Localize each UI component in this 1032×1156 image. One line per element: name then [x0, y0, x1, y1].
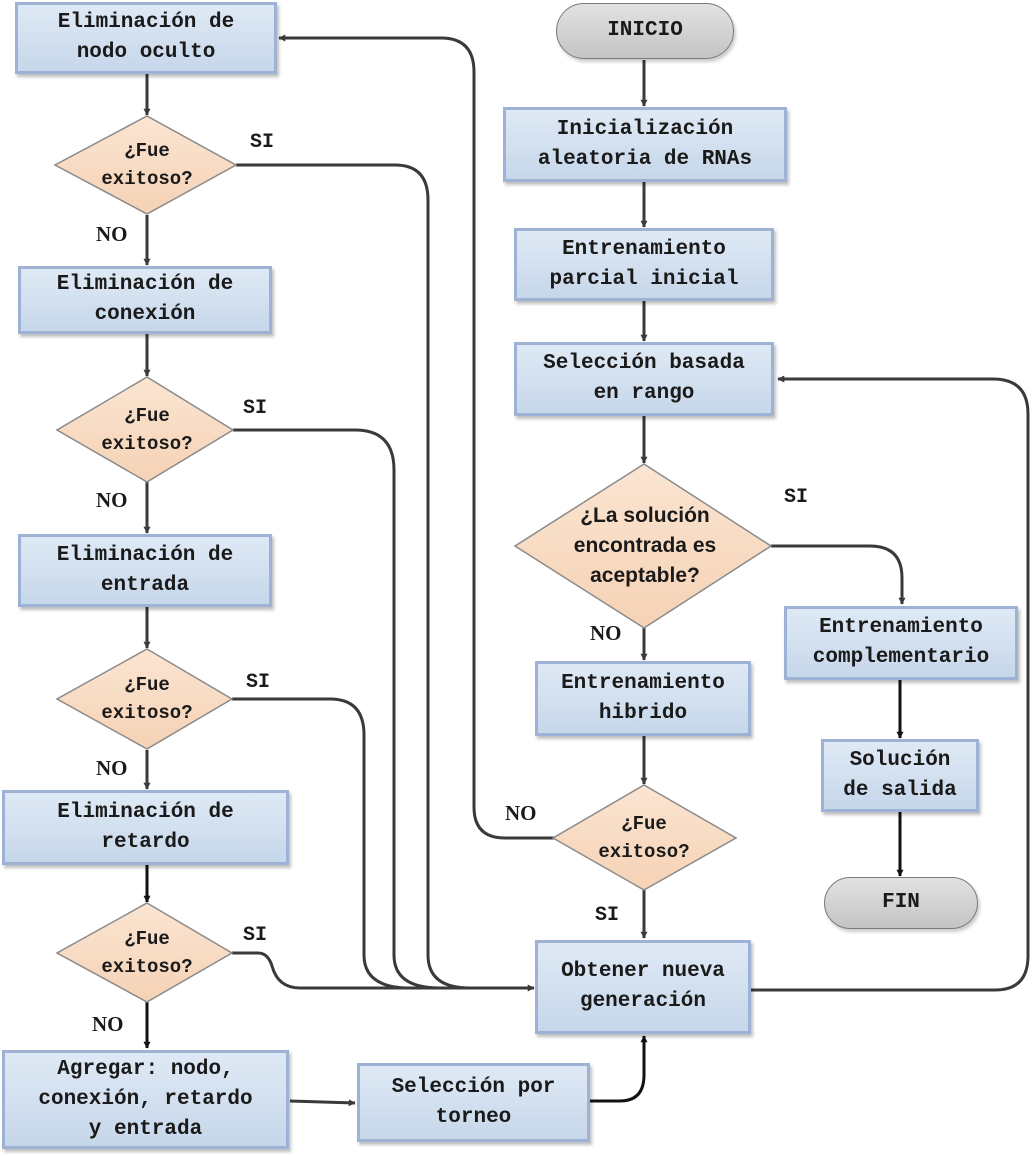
arrow-d1-si — [236, 163, 471, 990]
decision-4-text: ¿Fue exitoso? — [101, 928, 193, 978]
arrow-hibrido-no — [278, 34, 556, 840]
process-solucion-salida: Solución de salida — [821, 739, 979, 812]
process-seleccion-torneo: Selección por torneo — [357, 1063, 590, 1142]
process-seleccion-rango: Selección basada en rango — [514, 342, 774, 416]
decision-aceptable-text: ¿La solución encontrada es aceptable? — [573, 504, 717, 587]
arrow-torneo-to-obtener — [590, 1035, 648, 1103]
process-inicializacion: Inicialización aleatoria de RNAs — [503, 107, 787, 182]
label-no-3: NO — [96, 756, 128, 780]
inicio-terminal: INICIO — [556, 3, 734, 59]
arrow-aceptable-si — [771, 544, 906, 605]
label-no-1: NO — [96, 222, 128, 246]
decision-shape-1 — [53, 115, 238, 215]
arrow-loop-to-seleccion — [750, 375, 1030, 992]
label-si-4: SI — [243, 924, 268, 947]
process-elim-entrada: Eliminación de entrada — [18, 534, 272, 607]
label-si-2: SI — [243, 397, 268, 420]
label-si-3: SI — [246, 671, 271, 694]
label-si-aceptable: SI — [784, 486, 809, 509]
decision-shape-3 — [55, 648, 234, 750]
arrow-d2-si — [233, 428, 441, 990]
label-si-hibrido: SI — [595, 904, 620, 927]
decision-2-text: ¿Fue exitoso? — [101, 405, 193, 455]
decision-shape-2 — [55, 376, 235, 483]
label-no-4: NO — [92, 1012, 124, 1036]
arrow-agregar-to-torneo — [289, 1099, 356, 1107]
process-agregar: Agregar: nodo, conexión, retardo y entra… — [2, 1050, 289, 1149]
decision-shape-hibrido — [551, 784, 738, 891]
process-elim-nodo: Eliminación de nodo oculto — [15, 2, 277, 74]
decision-hibrido-text: ¿Fue exitoso? — [598, 813, 690, 863]
fin-terminal: FIN — [824, 877, 978, 929]
decision-3-text: ¿Fue exitoso? — [101, 674, 193, 724]
decision-shape-aceptable — [513, 463, 773, 629]
label-no-hibrido: NO — [505, 801, 537, 825]
decision-1-text: ¿Fue exitoso? — [101, 140, 193, 190]
process-entrenamiento-complementario: Entrenamiento complementario — [784, 606, 1018, 680]
process-obtener-generacion: Obtener nueva generación — [535, 940, 751, 1034]
label-no-2: NO — [96, 488, 128, 512]
label-no-aceptable: NO — [590, 621, 622, 645]
process-entrenamiento-hibrido: Entrenamiento hibrido — [535, 661, 751, 736]
process-elim-conexion: Eliminación de conexión — [18, 266, 272, 334]
label-si-1: SI — [250, 131, 275, 154]
decision-shape-4 — [55, 902, 234, 1003]
arrow-d3-si — [232, 697, 411, 990]
process-elim-retardo: Eliminación de retardo — [2, 790, 289, 865]
arrow-d4-si — [232, 951, 535, 992]
process-entrenamiento-parcial: Entrenamiento parcial inicial — [514, 228, 774, 301]
